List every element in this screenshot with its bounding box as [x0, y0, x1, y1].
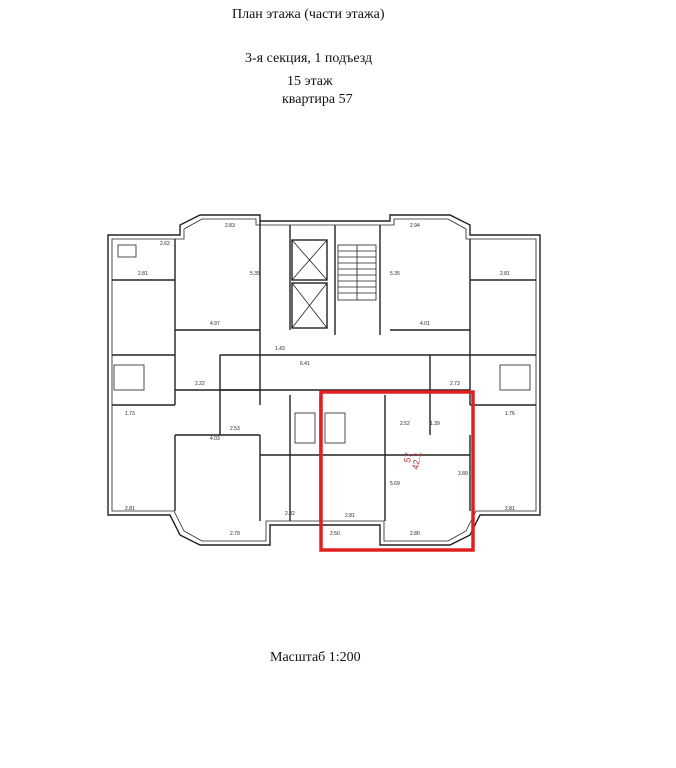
floor-plan-drawing: 2.83 2.94 2.81 2.81 5.35 5.35 4.97 4.01 … [107, 214, 541, 552]
svg-text:2.22: 2.22 [195, 381, 205, 387]
section-label: 3-я секция, 1 подъезд [245, 51, 373, 66]
svg-text:4.97: 4.97 [210, 321, 220, 327]
svg-text:2.62: 2.62 [160, 241, 170, 247]
svg-text:2.50: 2.50 [330, 531, 340, 537]
svg-text:2.52: 2.52 [400, 421, 410, 427]
svg-text:5.69: 5.69 [390, 481, 400, 487]
svg-text:1.39: 1.39 [430, 421, 440, 427]
svg-text:2.81: 2.81 [138, 271, 148, 277]
outer-wall [107, 214, 541, 546]
apartment-number: 57 [402, 452, 414, 464]
apartment-area: 42.1 [410, 451, 423, 470]
svg-text:1.73: 1.73 [125, 411, 135, 417]
svg-text:4.03: 4.03 [210, 436, 220, 442]
svg-text:2.81: 2.81 [505, 506, 515, 512]
svg-text:3.89: 3.89 [458, 471, 468, 477]
svg-text:1.43: 1.43 [275, 346, 285, 352]
svg-text:2.94: 2.94 [410, 223, 420, 229]
scale-label: Масштаб 1:200 [270, 650, 361, 665]
svg-text:2.83: 2.83 [225, 223, 235, 229]
dimension-labels: 2.83 2.94 2.81 2.81 5.35 5.35 4.97 4.01 … [125, 223, 515, 537]
svg-text:5.35: 5.35 [250, 271, 260, 277]
svg-text:1.76: 1.76 [505, 411, 515, 417]
svg-text:2.53: 2.53 [230, 426, 240, 432]
svg-text:2.79: 2.79 [230, 531, 240, 537]
svg-text:2.81: 2.81 [125, 506, 135, 512]
svg-text:2.82: 2.82 [285, 511, 295, 517]
svg-text:2.73: 2.73 [450, 381, 460, 387]
svg-text:4.01: 4.01 [420, 321, 430, 327]
apartment-highlight [319, 390, 475, 552]
apartment-label: квартира 57 [282, 92, 353, 107]
floor-label: 15 этаж [287, 74, 333, 89]
svg-text:2.81: 2.81 [500, 271, 510, 277]
svg-text:6.41: 6.41 [300, 361, 310, 367]
svg-text:5.35: 5.35 [390, 271, 400, 277]
svg-text:2.81: 2.81 [345, 513, 355, 519]
page-title: План этажа (части этажа) [232, 7, 385, 22]
svg-text:2.80: 2.80 [410, 531, 420, 537]
